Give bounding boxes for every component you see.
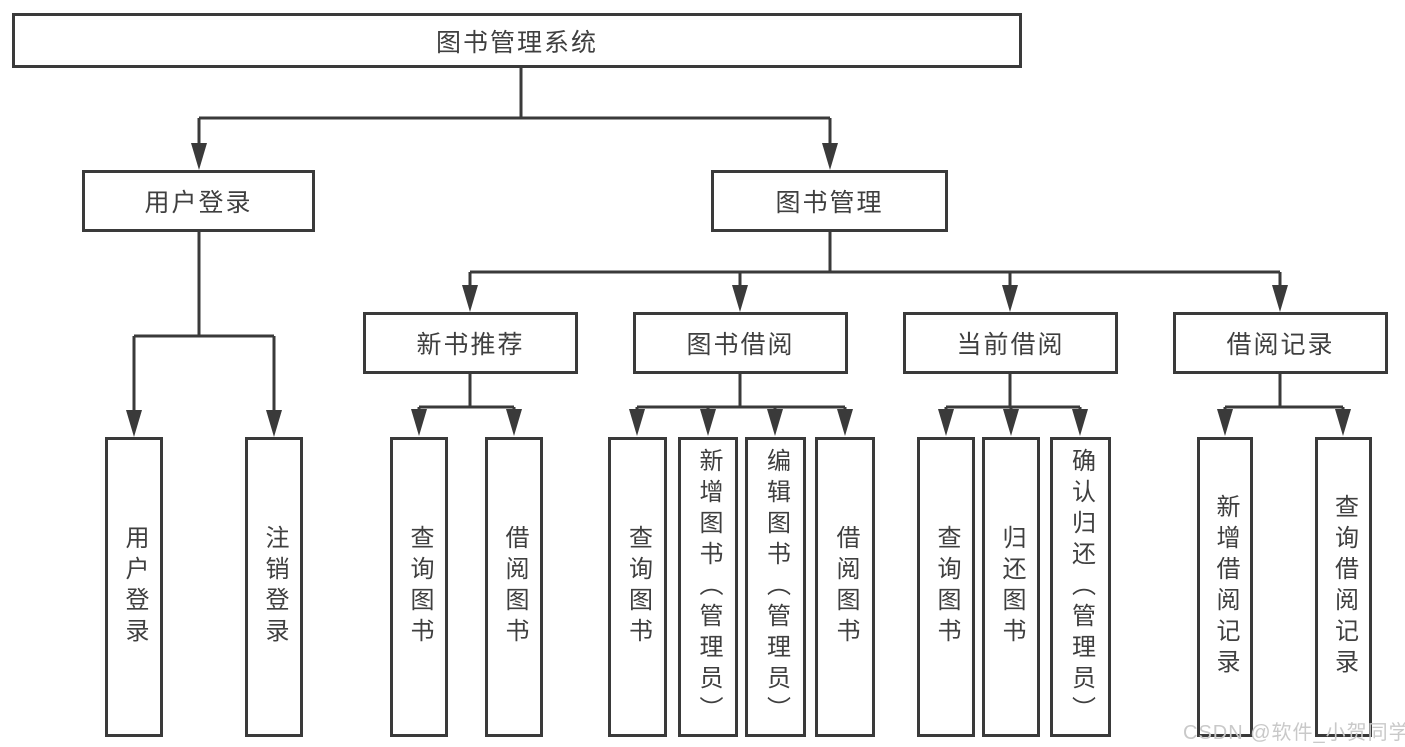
node-user-login-module: 用户登录 xyxy=(82,170,315,232)
csdn-watermark: CSDN @软件_小贺同学 xyxy=(1183,722,1405,744)
node-current-borrowing: 当前借阅 xyxy=(903,312,1118,374)
leaf-label: 借阅图书 xyxy=(832,525,859,649)
arrow-down-icon xyxy=(700,409,716,436)
node-label: 借阅记录 xyxy=(1226,331,1335,359)
arrow-down-icon xyxy=(266,410,282,437)
leaf-borrow-books-recommend: 借阅图书 xyxy=(485,437,543,737)
leaf-edit-books-admin: 编辑图书（管理员） xyxy=(745,437,806,737)
arrow-down-icon xyxy=(1072,409,1088,436)
arrow-down-icon xyxy=(411,409,427,436)
arrow-down-icon xyxy=(629,409,645,436)
leaf-label: 新增借阅记录 xyxy=(1212,494,1239,680)
node-label: 用户登录 xyxy=(144,189,253,217)
arrow-down-icon xyxy=(506,409,522,436)
node-new-book-recommend: 新书推荐 xyxy=(363,312,578,374)
leaf-return-books: 归还图书 xyxy=(982,437,1040,737)
leaf-query-borrow-record: 查询借阅记录 xyxy=(1315,437,1372,737)
leaf-label: 查询图书 xyxy=(933,525,960,649)
leaf-label: 查询图书 xyxy=(406,525,433,649)
leaf-label: 新增图书（管理员） xyxy=(695,447,722,727)
leaf-add-books-admin: 新增图书（管理员） xyxy=(678,437,738,737)
arrow-down-icon xyxy=(1335,409,1351,436)
node-book-borrowing: 图书借阅 xyxy=(633,312,848,374)
node-label: 图书借阅 xyxy=(686,331,795,359)
arrow-down-icon xyxy=(822,143,838,170)
node-label: 图书管理 xyxy=(775,189,884,217)
node-root-system: 图书管理系统 xyxy=(12,13,1022,68)
leaf-add-borrow-record: 新增借阅记录 xyxy=(1197,437,1253,737)
node-label: 当前借阅 xyxy=(956,331,1065,359)
leaf-label: 查询图书 xyxy=(624,525,652,649)
leaf-label: 编辑图书（管理员） xyxy=(762,447,790,727)
leaf-borrow-books: 借阅图书 xyxy=(815,437,875,737)
arrow-down-icon xyxy=(1272,285,1288,312)
leaf-confirm-return-admin: 确认归还（管理员） xyxy=(1050,437,1111,737)
leaf-label: 注销登录 xyxy=(261,525,288,649)
arrow-down-icon xyxy=(938,409,954,436)
arrow-down-icon xyxy=(126,410,142,437)
leaf-query-books-borrow: 查询图书 xyxy=(608,437,667,737)
leaf-query-books-current: 查询图书 xyxy=(917,437,975,737)
arrow-down-icon xyxy=(732,285,748,312)
leaf-label: 归还图书 xyxy=(998,525,1025,649)
leaf-query-books-recommend: 查询图书 xyxy=(390,437,448,737)
node-book-management: 图书管理 xyxy=(711,170,948,232)
arrow-down-icon xyxy=(837,409,853,436)
arrow-down-icon xyxy=(1002,285,1018,312)
leaf-logout: 注销登录 xyxy=(245,437,303,737)
node-label: 新书推荐 xyxy=(416,331,525,359)
node-borrowing-records: 借阅记录 xyxy=(1173,312,1388,374)
leaf-user-login: 用户登录 xyxy=(105,437,163,737)
node-label: 图书管理系统 xyxy=(435,28,598,57)
arrow-down-icon xyxy=(191,143,207,170)
leaf-label: 借阅图书 xyxy=(501,525,528,649)
leaf-label: 确认归还（管理员） xyxy=(1067,447,1095,727)
arrow-down-icon xyxy=(1003,409,1019,436)
arrow-down-icon xyxy=(1217,409,1233,436)
arrow-down-icon xyxy=(767,409,783,436)
leaf-label: 用户登录 xyxy=(121,525,148,649)
arrow-down-icon xyxy=(462,285,478,312)
leaf-label: 查询借阅记录 xyxy=(1330,494,1358,680)
